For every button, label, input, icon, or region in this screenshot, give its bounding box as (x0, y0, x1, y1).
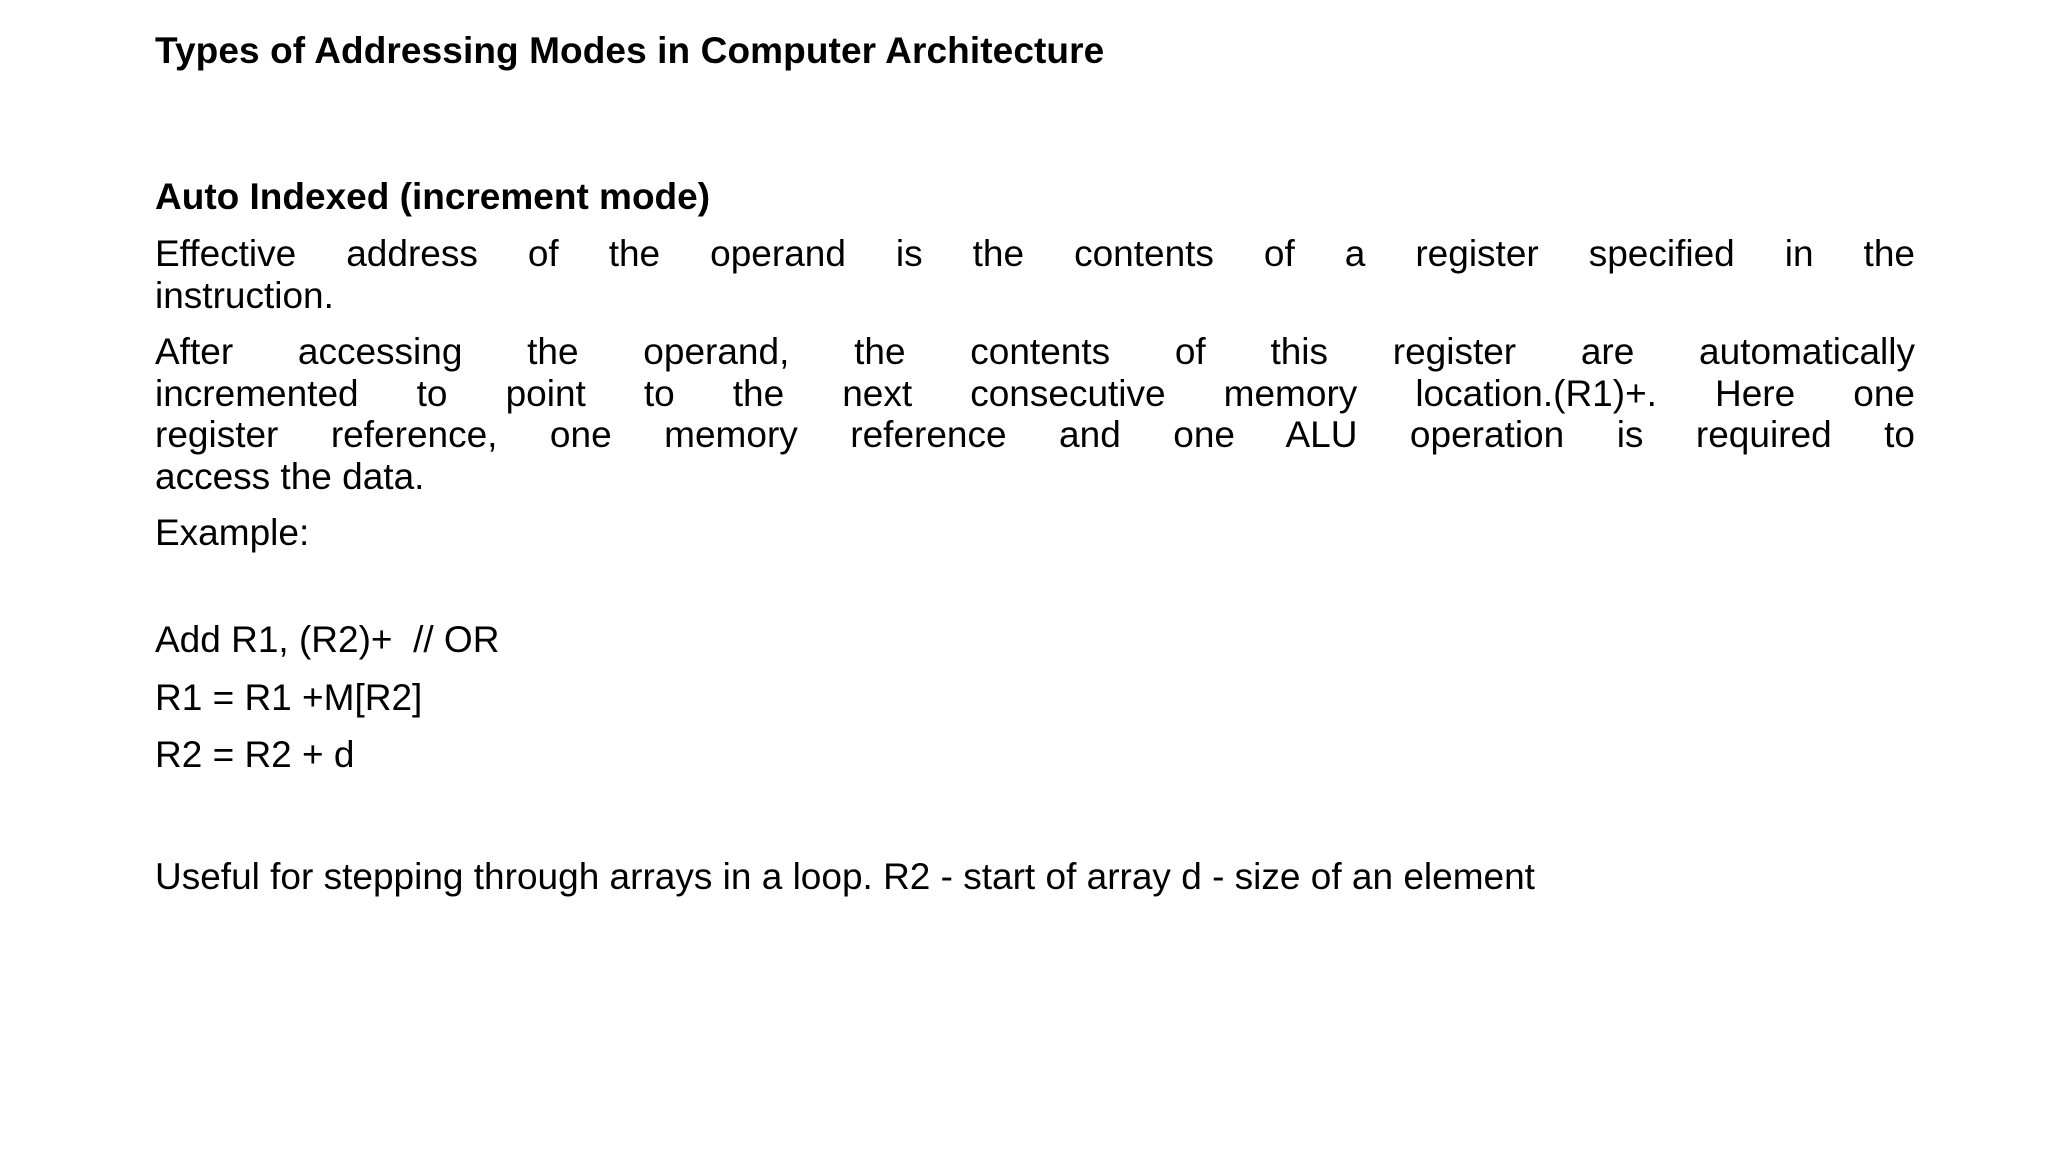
paragraph-line: register reference, one memory reference… (155, 414, 1915, 456)
paragraph-line: After accessing the operand, the content… (155, 331, 1915, 373)
example-spacer (155, 553, 1915, 619)
example-label: Example: (155, 512, 310, 553)
closing-note: Useful for stepping through arrays in a … (155, 855, 1535, 897)
paragraph-effective-address: Effective address of the operand is the … (155, 233, 1915, 316)
paragraph-line: instruction. (155, 274, 334, 316)
paragraph-line: Effective address of the operand is the … (155, 233, 1915, 275)
title-spacer (155, 74, 1915, 174)
example-expression-r1: R1 = R1 +M[R2] (155, 676, 423, 718)
section-heading: Auto Indexed (increment mode) (155, 176, 711, 218)
closing-spacer (155, 792, 1915, 856)
paragraph-line: access the data. (155, 455, 425, 497)
paragraph-after-accessing: After accessing the operand, the content… (155, 331, 1915, 497)
page-title: Types of Addressing Modes in Computer Ar… (155, 30, 1105, 71)
example-expression-r2: R2 = R2 + d (155, 734, 355, 776)
paragraph-line: incremented to point to the next consecu… (155, 372, 1915, 414)
example-instruction-line: Add R1, (R2)+ // OR (155, 619, 500, 661)
slide-content-body: Types of Addressing Modes in Computer Ar… (155, 28, 1915, 897)
